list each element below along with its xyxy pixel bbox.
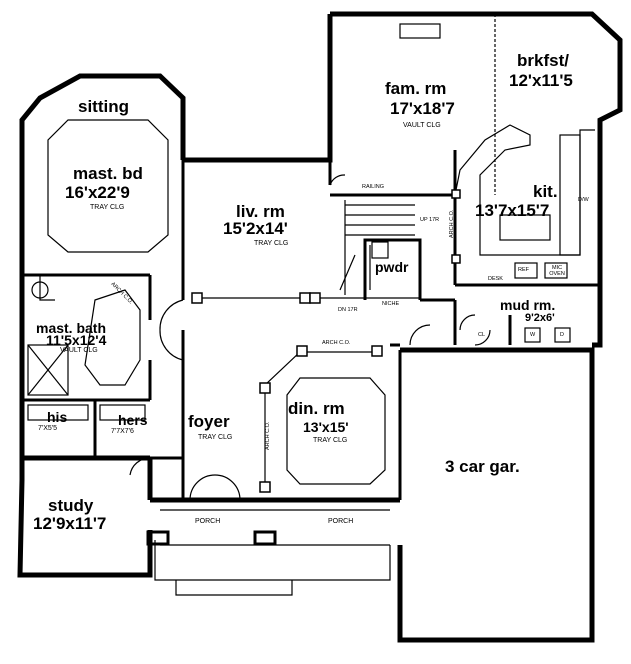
room-his-name: his — [47, 409, 68, 425]
room-mast-bath-dims: 11'5x12'4 — [46, 332, 107, 348]
dw-label: D/W — [578, 197, 589, 203]
room-fam-rm-name: fam. rm — [385, 79, 447, 98]
room-pwdr-name: pwdr — [375, 259, 409, 275]
desk-label: DESK — [488, 276, 503, 282]
mic-oven-label: MIC OVEN — [549, 265, 565, 277]
room-study-dims: 12'9x11'7 — [33, 514, 107, 533]
room-foyer-note: TRAY CLG — [198, 434, 233, 441]
room-mast-bd-note: TRAY CLG — [90, 204, 125, 211]
porch-left-label: PORCH — [195, 518, 221, 525]
room-fam-rm-dims: 17'x18'7 — [390, 99, 455, 118]
room-foyer-name: foyer — [188, 412, 230, 431]
room-sitting-name: sitting — [78, 97, 129, 116]
room-brkfst-dims: 12'x11'5 — [509, 71, 573, 90]
dryer-label: D — [560, 332, 564, 338]
room-liv-rm-name: liv. rm — [236, 202, 285, 221]
room-his-dims: 7'X5'5 — [38, 425, 58, 432]
room-mast-bd-dims: 16'x22'9 — [65, 183, 130, 202]
cl-label: CL — [478, 332, 486, 338]
room-study-name: study — [48, 496, 94, 515]
detail-lines — [27, 14, 595, 596]
room-brkfst-name: brkfst/ — [517, 51, 569, 70]
columns — [191, 189, 461, 493]
porch-right-label: PORCH — [328, 518, 354, 525]
room-mast-bath-note: VAULT CLG — [60, 347, 98, 354]
room-mud-rm-dims: 9'2x6' — [525, 312, 555, 324]
washer-label: W — [530, 332, 536, 338]
room-liv-rm-note: TRAY CLG — [254, 240, 289, 247]
room-mud-rm-name: mud rm. — [500, 297, 556, 313]
niche-label: NICHE — [382, 301, 400, 307]
room-din-rm-note: TRAY CLG — [313, 437, 348, 444]
room-kit-name: kit. — [533, 182, 558, 201]
room-din-rm-dims: 13'x15' — [303, 419, 349, 435]
room-liv-rm-dims: 15'2x14' — [223, 219, 288, 238]
ref-label: REF — [518, 267, 529, 273]
room-mast-bd-name: mast. bd — [73, 164, 143, 183]
interior-walls — [22, 150, 600, 500]
arch-co-side-label: ARCH C.O. — [265, 421, 271, 450]
room-garage-name: 3 car gar. — [445, 457, 520, 476]
room-hers-dims: 7'7X7'6 — [111, 428, 134, 435]
dn-label: DN 17R — [338, 307, 358, 313]
room-hers-name: hers — [118, 412, 148, 428]
arch-co-top-label: ARCH C.O. — [322, 340, 351, 346]
room-kit-dims: 13'7x15'7 — [475, 201, 550, 220]
railing-label: RAILING — [362, 184, 385, 190]
exterior-walls — [17, 11, 623, 643]
room-fam-rm-note: VAULT CLG — [403, 122, 441, 129]
room-mast-bath-name: mast. bath — [36, 320, 107, 336]
up-label: UP 17R — [420, 217, 440, 223]
room-din-rm-name: din. rm — [288, 399, 345, 418]
arch-co-kit-label: ARCH C.O. — [449, 209, 455, 238]
